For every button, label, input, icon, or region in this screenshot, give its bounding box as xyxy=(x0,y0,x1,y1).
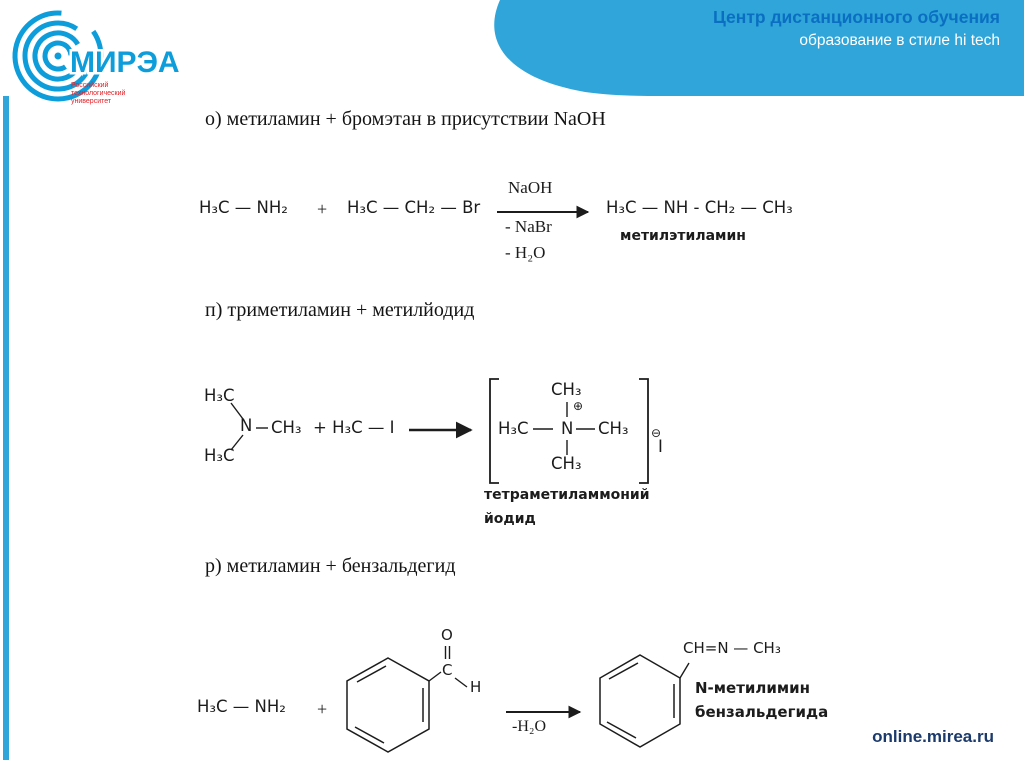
cation-bottom-methyl: CH₃ xyxy=(551,454,582,473)
iodide-ion: I xyxy=(658,437,663,456)
product-name-benzaldehyde: бензальдегида xyxy=(695,703,829,721)
formula-bromoethane: H₃C — CH₂ — Br xyxy=(347,198,481,217)
product-name-n-methylimine: N-метилимин xyxy=(695,679,811,697)
carbonyl-oxygen: O xyxy=(441,626,453,644)
product-name-tetramethylammonium: тетраметиламмоний xyxy=(484,487,650,503)
reaction-r-heading: р) метиламин + бензальдегид xyxy=(205,555,456,577)
formula-methylamine-2: H₃C — NH₂ xyxy=(197,697,286,716)
condition-minus-h2o: -H₂O xyxy=(512,718,547,735)
imine-group: CH=N — CH₃ xyxy=(683,639,781,657)
mirea-logo: МИРЭА Российский технологический универс… xyxy=(12,10,182,105)
product-name-iodide: йодид xyxy=(484,511,536,527)
plus-sign-2: + xyxy=(317,699,328,719)
benzene-ring-reactant xyxy=(346,657,430,753)
logo-subtext-3: университет xyxy=(71,98,112,105)
header-title: Центр дистанционного обучения xyxy=(713,7,1000,27)
header-subtitle: образование в стиле hi tech xyxy=(799,32,1000,49)
left-accent-stripe xyxy=(3,96,9,760)
cation-top-methyl: CH₃ xyxy=(551,380,582,399)
product-name-methylethylamine: метилэтиламин xyxy=(620,228,746,244)
plus-sign: + xyxy=(317,199,328,219)
n-methyl: CH₃ xyxy=(271,418,302,437)
reaction-p-heading: п) триметиламин + метилйодид xyxy=(205,299,475,321)
cation-left-methyl: H₃C xyxy=(498,419,529,438)
condition-naoh: NaOH xyxy=(508,178,553,197)
site-link[interactable]: online.mirea.ru xyxy=(872,727,994,746)
minus-charge-icon: ⊖ xyxy=(651,426,662,440)
plus-charge-icon: ⊕ xyxy=(573,399,584,413)
carbonyl-carbon: C xyxy=(442,661,453,679)
formula-methylamine: H₃C — NH₂ xyxy=(199,198,288,217)
formula-methyliodide: + H₃C — I xyxy=(313,418,395,437)
cation-nitrogen: N xyxy=(561,419,574,438)
reaction-o-heading: о) метиламин + бромэтан в присутствии Na… xyxy=(205,108,606,130)
logo-subtext-2: технологический xyxy=(71,89,126,97)
formula-methylethylamine: H₃C — NH - CH₂ — CH₃ xyxy=(606,198,793,217)
cation-right-methyl: CH₃ xyxy=(598,419,629,438)
logo-brand: МИРЭА xyxy=(70,46,180,79)
benzene-ring-product xyxy=(599,654,681,748)
methyl-top-left: H₃C xyxy=(204,386,235,405)
methyl-bottom-left: H₃C xyxy=(204,446,235,465)
imine-bond xyxy=(679,662,690,679)
logo-subtext-1: Российский xyxy=(71,81,109,89)
condition-nabr: - NaBr xyxy=(505,217,552,236)
nitrogen-atom: N xyxy=(240,416,253,435)
condition-h2o: - H₂O xyxy=(505,243,546,262)
logo-rings-icon xyxy=(12,10,104,102)
aldehyde-hydrogen: H xyxy=(470,678,482,696)
